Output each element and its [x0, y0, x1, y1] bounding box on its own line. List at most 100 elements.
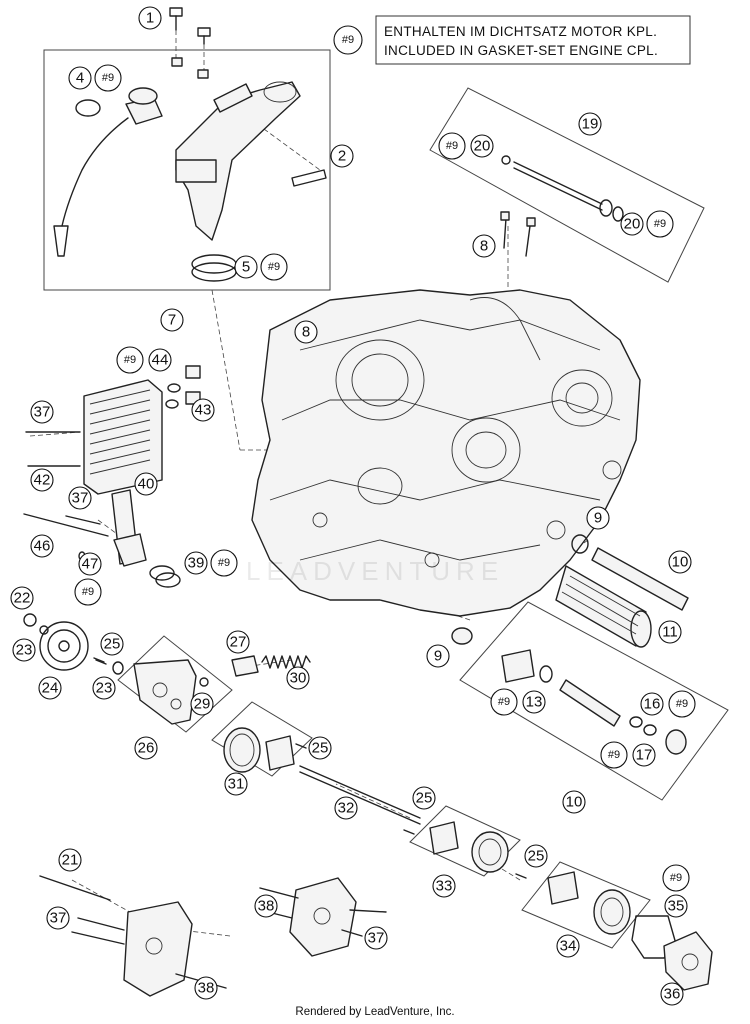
svg-text:44: 44: [152, 352, 169, 369]
callout-19: 19: [578, 112, 602, 136]
callout-5-tag: #9: [260, 253, 288, 281]
callout-2: 2: [330, 144, 354, 168]
shaft-assembly-19: [500, 155, 624, 257]
svg-text:#9: #9: [82, 586, 94, 598]
callout-36: 36: [660, 982, 684, 1006]
notice-tag-circle: [333, 25, 363, 55]
svg-text:10: 10: [672, 554, 689, 571]
callout-21: 21: [58, 848, 82, 872]
callout-39: 39: [184, 551, 208, 575]
callout-32: 32: [334, 796, 358, 820]
svg-text:9: 9: [594, 510, 602, 527]
svg-text:25: 25: [104, 636, 121, 653]
svg-text:32: 32: [338, 800, 355, 817]
callout-8-upper: 8: [472, 234, 496, 258]
svg-text:5: 5: [242, 259, 250, 276]
callout-40: 40: [134, 472, 158, 496]
callout-38-b: 38: [194, 976, 218, 1000]
svg-text:43: 43: [195, 402, 212, 419]
svg-text:13: 13: [526, 694, 543, 711]
callout-44: 44: [148, 348, 172, 372]
svg-text:#9: #9: [446, 140, 458, 152]
svg-text:#9: #9: [498, 696, 510, 708]
callout-39-tag: #9: [210, 549, 238, 577]
callout-42: 42: [30, 468, 54, 492]
callout-5: 5: [234, 255, 258, 279]
svg-text:8: 8: [480, 238, 488, 255]
svg-text:25: 25: [416, 790, 433, 807]
callout-20-a: 20: [470, 134, 494, 158]
svg-text:38: 38: [258, 898, 275, 915]
svg-text:#9: #9: [102, 72, 114, 84]
engine-crankcase: [251, 289, 641, 617]
callout-24: 24: [38, 676, 62, 700]
callout-47: 47: [78, 552, 102, 576]
svg-text:24: 24: [42, 680, 59, 697]
callout-33: 33: [432, 874, 456, 898]
svg-text:33: 33: [436, 878, 453, 895]
callout-9-a: 9: [586, 506, 610, 530]
svg-text:16: 16: [644, 696, 661, 713]
svg-text:37: 37: [34, 404, 51, 421]
oil-pump-assembly: [23, 613, 713, 991]
callout-44-tag: #9: [116, 346, 144, 374]
filter-cover-assembly: [501, 649, 687, 755]
svg-text:34: 34: [560, 938, 577, 955]
callout-31: 31: [224, 772, 248, 796]
oil-filter-group: [451, 534, 689, 648]
frame-part-19: [429, 87, 705, 283]
footer-credit: Rendered by LeadVenture, Inc.: [295, 1006, 454, 1018]
callout-26: 26: [134, 736, 158, 760]
callout-27: 27: [226, 630, 250, 654]
callout-17: 17: [632, 743, 656, 767]
svg-text:10: 10: [566, 794, 583, 811]
callout-8-lower: 8: [294, 320, 318, 344]
callout-16: 16: [640, 692, 664, 716]
svg-text:9: 9: [434, 648, 442, 665]
callout-37-a: 37: [30, 400, 54, 424]
frame-part-10: [459, 601, 729, 801]
watermark: LEADVENTURE: [246, 556, 504, 586]
svg-text:20: 20: [624, 216, 641, 233]
svg-text:46: 46: [34, 538, 51, 555]
callout-37-d: 37: [364, 926, 388, 950]
svg-text:20: 20: [474, 138, 491, 155]
notice-box: [375, 15, 691, 65]
callout-34: 34: [556, 934, 580, 958]
svg-text:47: 47: [82, 556, 99, 573]
frame-part-34: [521, 861, 651, 949]
svg-text:42: 42: [34, 472, 51, 489]
svg-text:23: 23: [16, 642, 33, 659]
svg-text:2: 2: [338, 148, 346, 165]
svg-text:#9: #9: [608, 749, 620, 761]
svg-text:26: 26: [138, 740, 155, 757]
svg-text:39: 39: [188, 555, 205, 572]
callout-38-a: 38: [254, 894, 278, 918]
notice-tag-label: #9: [342, 34, 354, 46]
callout-22: 22: [10, 586, 34, 610]
svg-text:35: 35: [668, 898, 685, 915]
svg-text:40: 40: [138, 476, 155, 493]
callout-47-tag: #9: [74, 578, 102, 606]
callout-17-tag: #9: [600, 741, 628, 769]
callout-25-b: 25: [308, 736, 332, 760]
svg-text:21: 21: [62, 852, 79, 869]
pump-housings-lower: [39, 875, 387, 997]
oil-cooler-assembly: [23, 365, 201, 588]
svg-text:19: 19: [582, 116, 599, 133]
callout-10-a: 10: [668, 550, 692, 574]
svg-text:#9: #9: [670, 872, 682, 884]
o-ring-4: [75, 99, 101, 117]
svg-text:11: 11: [662, 624, 678, 641]
callout-23-b: 23: [92, 676, 116, 700]
callout-4: 4: [68, 66, 92, 90]
callout-37-b: 37: [68, 486, 92, 510]
callout-13-tag: #9: [490, 688, 518, 716]
callouts: 1 2 4 #9 5 #9 7 8 8 19 #9 20 20 #9 #9 44…: [10, 6, 696, 1006]
svg-text:#9: #9: [218, 557, 230, 569]
callout-43: 43: [191, 398, 215, 422]
callout-25-a: 25: [100, 632, 124, 656]
svg-text:38: 38: [198, 980, 215, 997]
notice-line-2: INCLUDED IN GASKET-SET ENGINE CPL.: [384, 43, 658, 58]
callout-4-tag: #9: [94, 64, 122, 92]
